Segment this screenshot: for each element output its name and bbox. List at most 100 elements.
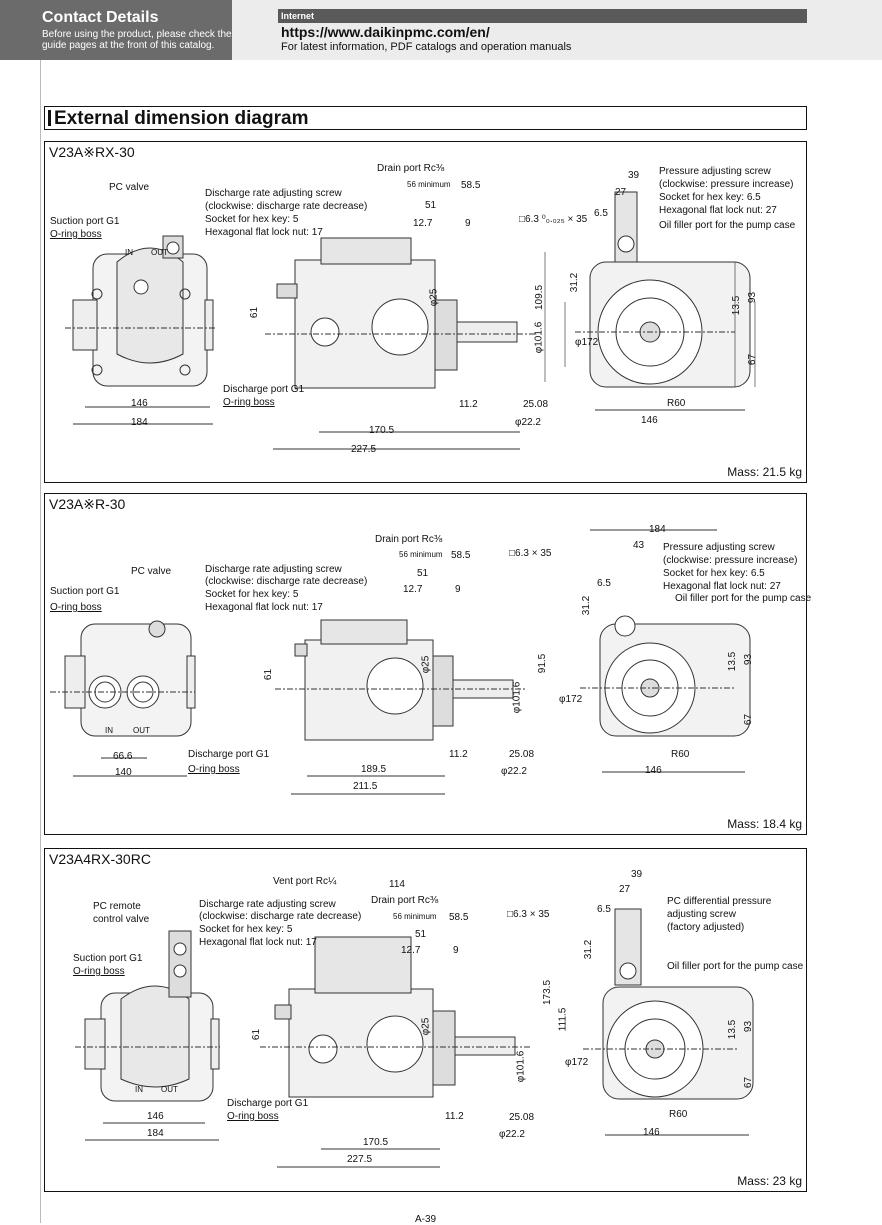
dim-phi1016: φ101.6 [533, 321, 545, 354]
label-pc-valve: PC valve [131, 566, 172, 577]
dim-27: 27 [615, 187, 627, 198]
side-view [260, 936, 530, 1168]
label-in: IN [125, 248, 133, 257]
dim-1095: 109.5 [534, 284, 546, 311]
dim-9: 9 [465, 218, 471, 229]
dim-phi25: φ25 [420, 1017, 432, 1036]
dim-43: 43 [633, 540, 645, 551]
dim-67: 67 [743, 713, 755, 726]
label-pressure-adj: Pressure adjusting screw [659, 166, 771, 177]
label-suction-port: Suction port G1 [73, 953, 143, 964]
dim-phi222: φ22.2 [501, 766, 527, 777]
contact-details-tab: Contact Details Before using the product… [0, 0, 232, 60]
label-socket: Socket for hex key: 5 [205, 214, 299, 225]
dim-58: 58.5 [449, 912, 469, 923]
dim-phi222: φ22.2 [515, 417, 541, 428]
label-pc-valve: PC valve [109, 182, 150, 193]
label-oring-1: O-ring boss [73, 966, 125, 977]
label-discharge-adj: Discharge rate adjusting screw [205, 188, 342, 199]
dim-135: 13.5 [731, 295, 743, 316]
dim-56: 56 minimum [407, 180, 451, 189]
label-discharge-adj-dir: (clockwise: discharge rate decrease) [199, 911, 362, 922]
dim-2275: 227.5 [351, 444, 377, 455]
dim-146-rear: 146 [641, 415, 658, 426]
dim-67: 67 [747, 353, 759, 366]
label-pressure-dir: (clockwise: pressure increase) [659, 179, 794, 190]
label-locknut-2: Hexagonal flat lock nut: 27 [659, 205, 777, 216]
dim-51: 51 [415, 929, 427, 940]
dim-666: 66.6 [113, 751, 133, 762]
dim-39: 39 [631, 869, 643, 880]
page-number: A-39 [415, 1214, 437, 1225]
label-discharge-adj: Discharge rate adjusting screw [199, 899, 336, 910]
dim-915: 91.5 [537, 653, 549, 674]
dim-1705: 170.5 [369, 425, 395, 436]
dim-93: 93 [743, 653, 755, 666]
dim-1705: 170.5 [363, 1137, 389, 1148]
label-in: IN [135, 1085, 143, 1094]
label-discharge-adj-dir: (clockwise: discharge rate decrease) [205, 576, 368, 587]
dim-9: 9 [455, 584, 461, 595]
mass-value: Mass: 23 kg [737, 1174, 802, 1188]
front-view [75, 930, 220, 1141]
label-locknut: Hexagonal flat lock nut: 17 [199, 937, 317, 948]
front-view [50, 620, 196, 777]
label-oring-2: O-ring boss [227, 1111, 279, 1122]
pump-drawing [65, 191, 756, 450]
dim-135: 13.5 [727, 1019, 739, 1040]
dim-r60: R60 [667, 398, 686, 409]
internet-label: Internet [278, 9, 807, 23]
dim-112: 11.2 [449, 749, 468, 760]
label-suction-port: Suction port G1 [50, 586, 120, 597]
dim-51: 51 [417, 568, 429, 579]
dim-9: 9 [453, 945, 459, 956]
dim-2115: 211.5 [353, 781, 378, 792]
dim-key: □6.3 ⁰₀.₀₂₅ × 35 [519, 214, 588, 225]
pump-drawing [50, 529, 751, 795]
dim-67: 67 [743, 1076, 755, 1089]
label-discharge-port: Discharge port G1 [223, 384, 305, 395]
label-vent-port: Vent port Rc¼ [273, 876, 337, 887]
label-locknut: Hexagonal flat lock nut: 17 [205, 227, 323, 238]
dim-112: 11.2 [445, 1111, 464, 1122]
dim-146: 146 [147, 1111, 164, 1122]
label-socket-2: Socket for hex key: 6.5 [659, 192, 761, 203]
dim-phi172: φ172 [575, 337, 599, 348]
website-description: For latest information, PDF catalogs and… [281, 41, 572, 53]
label-discharge-adj: Discharge rate adjusting screw [205, 564, 342, 575]
website-link[interactable]: https://www.daikinpmc.com/en/ [281, 24, 490, 40]
label-socket-2: Socket for hex key: 6.5 [663, 568, 765, 579]
model-name: V23A※R-30 [49, 496, 126, 512]
dim-key: □6.3 × 35 [509, 548, 552, 559]
dim-51: 51 [425, 200, 437, 211]
dim-phi25: φ25 [428, 288, 440, 307]
dim-127: 12.7 [413, 218, 433, 229]
side-view [265, 237, 535, 450]
dim-127: 12.7 [401, 945, 421, 956]
margin-rule [40, 60, 41, 1223]
dim-phi1016: φ101.6 [511, 681, 523, 714]
label-oil-filler: Oil filler port for the pump case [667, 961, 804, 972]
diagram-panel-1: V23A※RX-30 [44, 141, 807, 483]
label-oil-filler: Oil filler port for the pump case [659, 220, 796, 231]
dim-phi172: φ172 [559, 694, 583, 705]
dim-184: 184 [649, 524, 666, 535]
dim-146-rear: 146 [643, 1127, 660, 1138]
dim-312: 31.2 [583, 939, 595, 960]
dim-27: 27 [619, 884, 631, 895]
dim-r60: R60 [669, 1109, 688, 1120]
dim-2275: 227.5 [347, 1154, 373, 1165]
label-drain-port: Drain port Rc⅜ [371, 895, 439, 906]
label-locknut: Hexagonal flat lock nut: 17 [205, 602, 323, 613]
dim-146-rear: 146 [645, 765, 662, 776]
dim-phi222: φ22.2 [499, 1129, 525, 1140]
dim-2508: 25.08 [509, 1112, 535, 1123]
dim-114: 114 [389, 879, 405, 890]
dim-65: 6.5 [597, 904, 611, 915]
label-oil-filler: Oil filler port for the pump case [675, 593, 812, 604]
label-drain-port: Drain port Rc⅜ [377, 163, 445, 174]
dim-61: 61 [249, 306, 261, 319]
dim-58: 58.5 [461, 180, 481, 191]
contact-note: Before using the product, please check t… [42, 29, 232, 51]
label-out: OUT [133, 726, 150, 735]
